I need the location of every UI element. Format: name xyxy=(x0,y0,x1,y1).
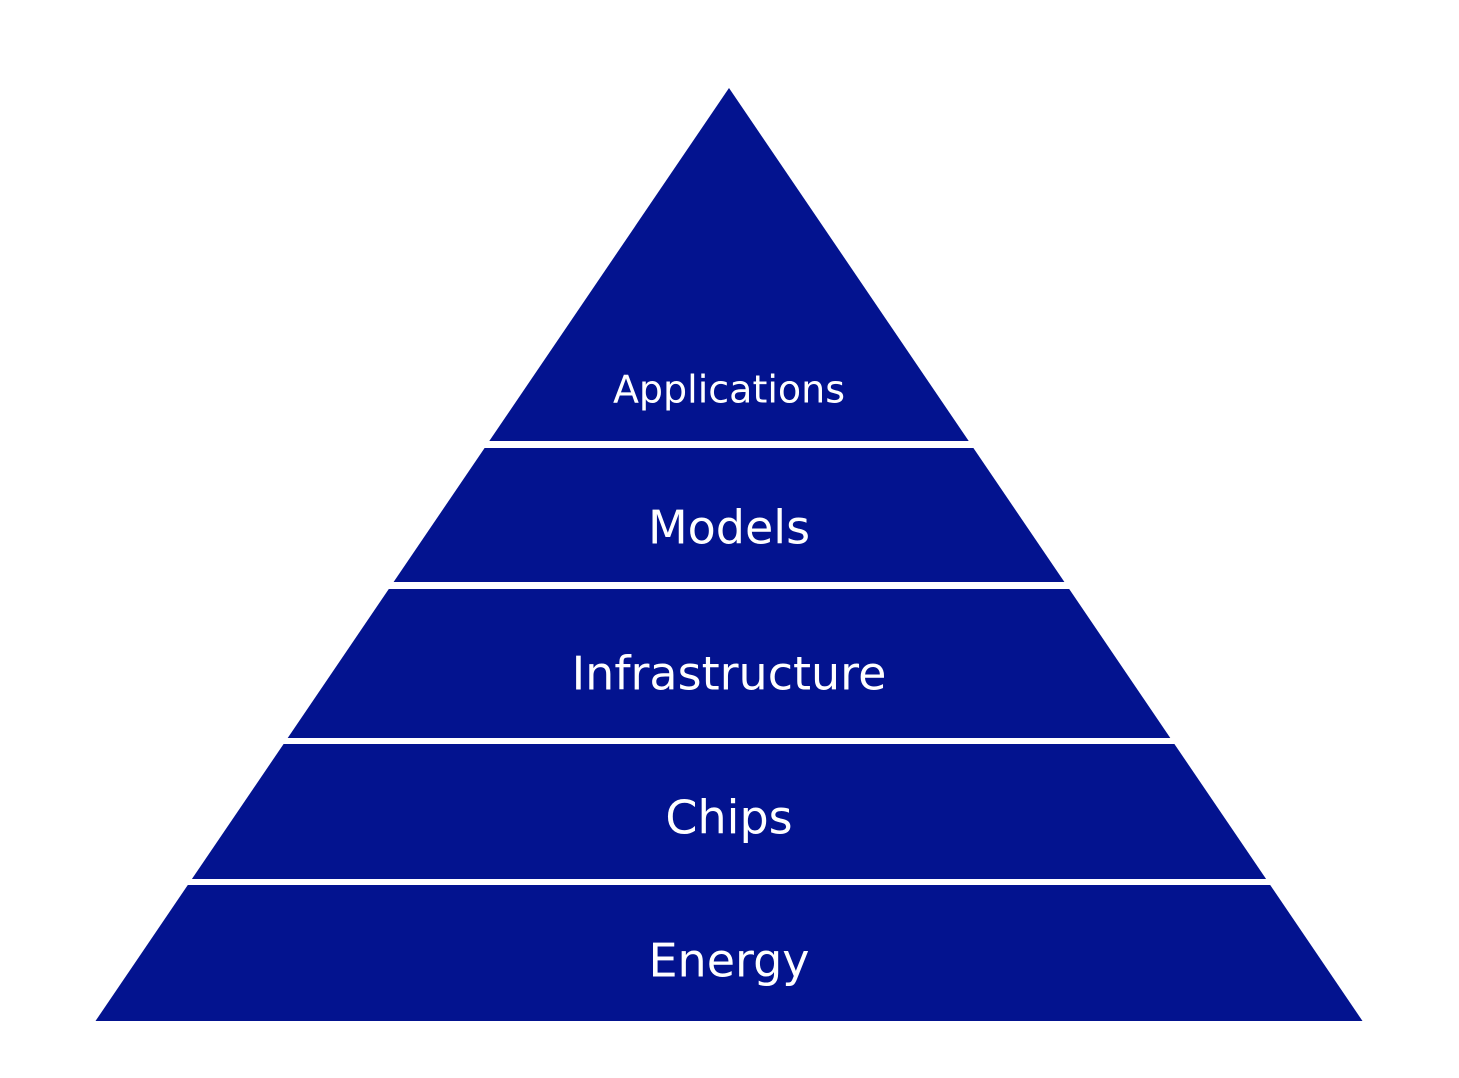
tier-energy: Energy xyxy=(95,885,1363,1021)
tier-models-shape xyxy=(393,448,1065,582)
tier-energy-label: Energy xyxy=(648,934,809,988)
tier-infrastructure-shape xyxy=(287,589,1171,738)
tier-applications-label: Applications xyxy=(613,368,845,412)
tier-chips-label: Chips xyxy=(665,791,792,845)
tier-applications: Applications xyxy=(489,88,969,441)
tier-models: Models xyxy=(393,448,1065,582)
tier-energy-shape xyxy=(95,885,1363,1021)
tier-infrastructure: Infrastructure xyxy=(287,589,1171,738)
tier-applications-shape xyxy=(489,88,969,441)
tier-chips: Chips xyxy=(191,744,1267,879)
tier-models-label: Models xyxy=(648,501,810,555)
tier-infrastructure-label: Infrastructure xyxy=(572,647,887,701)
tier-chips-shape xyxy=(191,744,1267,879)
